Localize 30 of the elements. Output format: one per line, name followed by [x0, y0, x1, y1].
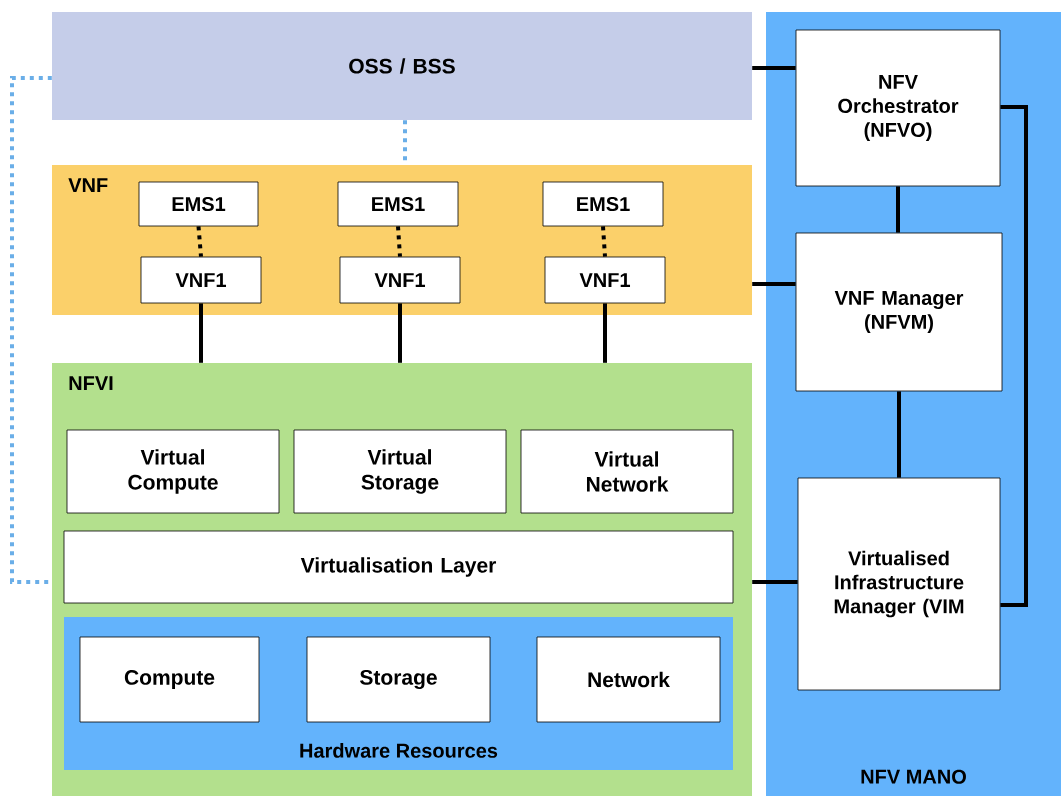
connector-line: [10, 76, 52, 584]
connector-line: [896, 186, 900, 233]
connector-line: [752, 580, 798, 584]
box: Virtual Storage: [293, 429, 507, 514]
box: EMS1: [337, 181, 459, 227]
connector-line: [199, 303, 203, 363]
box: OSS / BSS: [52, 12, 752, 120]
box: Virtualisation Layer: [63, 530, 734, 604]
connector-line: [398, 303, 402, 363]
box: VNF1: [140, 256, 262, 304]
box: Storage: [306, 636, 491, 723]
box: Compute: [79, 636, 260, 723]
box: Virtualised Infrastructure Manager (VIM: [797, 477, 1001, 691]
connector-line: [752, 282, 796, 286]
connector-line: [897, 391, 901, 478]
connector-line: [1000, 105, 1028, 607]
box: EMS1: [542, 181, 664, 227]
connector-line: [196, 226, 203, 257]
box: VNF1: [339, 256, 461, 304]
connector-line: [603, 303, 607, 363]
box: NFV Orchestrator (NFVO): [795, 29, 1001, 187]
box: VNF1: [544, 256, 666, 304]
connector-line: [752, 66, 796, 70]
connector-line: [396, 226, 402, 257]
box: Virtual Network: [520, 429, 734, 514]
box: Network: [536, 636, 721, 723]
box: EMS1: [138, 181, 259, 227]
box: Virtual Compute: [66, 429, 280, 514]
connector-line: [601, 226, 607, 257]
box: VNF Manager (NFVM): [795, 232, 1003, 392]
